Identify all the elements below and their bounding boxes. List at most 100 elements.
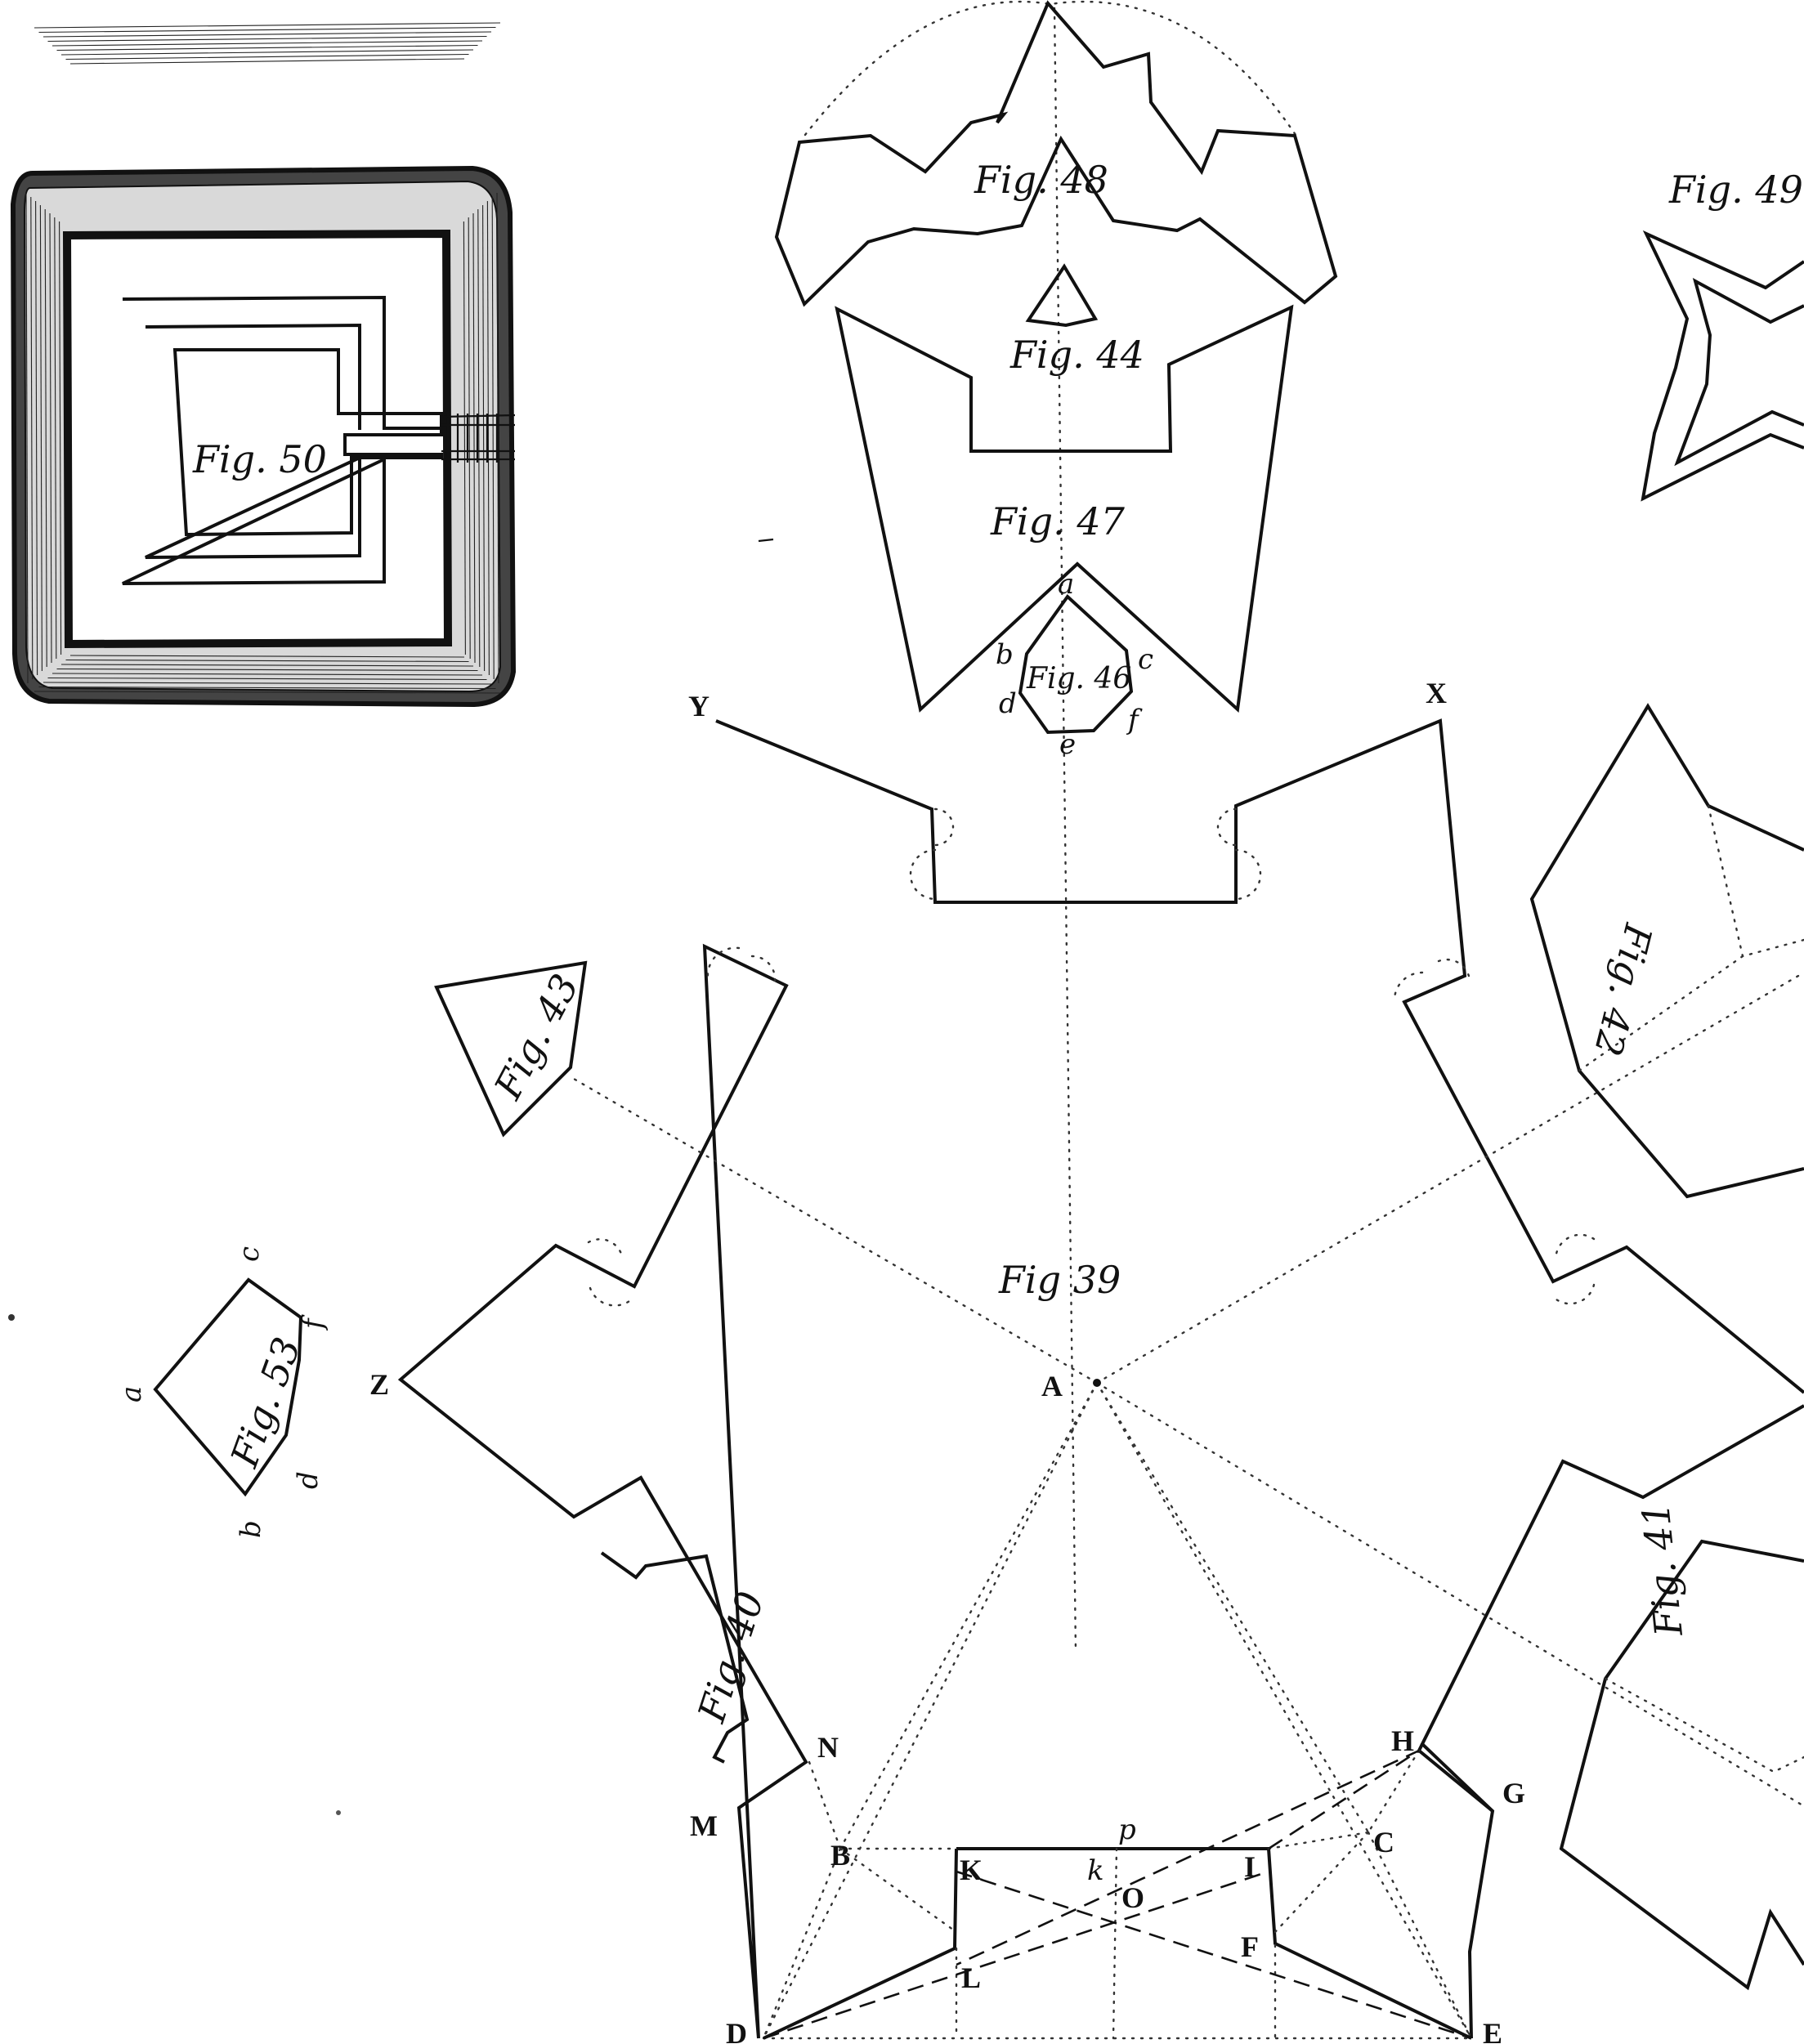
fig48-outline <box>774 0 1338 307</box>
hatch-line <box>56 44 478 51</box>
point-k: k <box>1087 1854 1104 1887</box>
fig42-outline <box>1529 703 1804 1199</box>
fig44-outline <box>835 304 1294 713</box>
fig41-label-top: Fig. 41 <box>1633 1501 1691 1639</box>
fig40-profile: Fig. 40 <box>600 1551 772 1764</box>
fig42-construction <box>1578 804 1804 1072</box>
fig41-construction <box>1604 1677 1804 1773</box>
hatch-line <box>51 40 483 47</box>
hatch-line <box>38 26 496 34</box>
hatch-line <box>47 677 487 681</box>
fig53-figure: Fig. 53 a b c d f <box>115 1246 329 1538</box>
point-N: N <box>817 1731 839 1764</box>
fig46-outline <box>1018 593 1134 735</box>
hatch-line <box>60 49 474 56</box>
hatch-line <box>54 217 57 660</box>
ink-speck <box>336 1810 341 1815</box>
fig39-curtain-lower <box>763 1847 1472 2040</box>
point-M: M <box>690 1809 718 1842</box>
fig50-bridge <box>441 414 516 463</box>
point-E: E <box>1483 2017 1502 2044</box>
point-A: A <box>1041 1370 1063 1402</box>
fig46-point-b: b <box>996 638 1014 671</box>
fig50-rampart <box>62 229 453 649</box>
fig39-center-point <box>1093 1379 1101 1387</box>
fig53-outline <box>153 1277 303 1497</box>
hatch-line <box>39 204 43 672</box>
fig46-point-a: a <box>1058 568 1074 601</box>
point-X: X <box>1426 677 1447 709</box>
fig46-point-e: e <box>1059 728 1076 761</box>
point-H: H <box>1391 1724 1414 1757</box>
fig44-label: Fig. 44 <box>1009 333 1144 377</box>
fig53-point-b: b <box>235 1520 267 1538</box>
fig44-47-hornwork: Fig. 44 Fig. 47 <box>835 263 1294 713</box>
hatch-line <box>65 53 469 60</box>
fig41-outline <box>1559 1539 1804 1991</box>
hatch-line <box>468 217 471 660</box>
fig48-label: Fig. 48 <box>974 158 1108 202</box>
point-G: G <box>1502 1777 1525 1809</box>
point-B: B <box>830 1839 850 1872</box>
fig39-fortification: Fig 39 Y X Z A N M B K k p I O F L C H G… <box>369 677 1804 2044</box>
fig39-construction-lines <box>572 971 1804 2040</box>
fig41-outwork: Fig. 41 <box>1559 1501 1804 1991</box>
fig39-label: Fig 39 <box>998 1258 1121 1302</box>
hatch-line <box>491 196 495 680</box>
fig44-ravelin <box>1025 263 1099 328</box>
fig46-point-c: c <box>1138 643 1153 676</box>
fig50-moat-hatching <box>25 22 501 694</box>
hatch-line <box>69 655 465 658</box>
hatch-line <box>49 212 52 664</box>
fig42-label: Fig. 42 <box>1586 919 1661 1060</box>
hatch-line <box>25 192 29 684</box>
fig39-dashed-lines <box>763 1749 1472 2040</box>
fig49-label: Fig. 49 <box>1668 168 1803 212</box>
fig50-walk-middle <box>145 323 361 559</box>
hatch-line <box>38 686 496 690</box>
fig49-star-fort: Fig. 49 <box>1641 168 1804 502</box>
fig43-outline <box>434 960 588 1138</box>
point-F: F <box>1241 1930 1259 1963</box>
fig49-inner <box>1674 278 1804 467</box>
fig53-point-a: a <box>115 1386 148 1402</box>
ink-speck <box>8 1314 15 1321</box>
hatch-line <box>56 668 478 672</box>
fig39-outline <box>397 718 1804 2039</box>
fig53-point-c: c <box>233 1246 266 1262</box>
fig48-crownwork: Fig. 48 <box>774 0 1338 1653</box>
hatch-line <box>43 31 492 38</box>
hatch-line <box>44 208 47 668</box>
hatch-line <box>59 221 62 655</box>
point-p: p <box>1118 1814 1136 1846</box>
fig39-orillons <box>587 807 1596 1307</box>
hatch-line <box>65 659 469 663</box>
fig50-keep <box>172 348 443 537</box>
hatch-line <box>486 200 490 676</box>
hatch-line <box>43 682 492 685</box>
fig46-hexagon: Fig. 46 a b c d e f <box>996 568 1153 761</box>
hatch-line <box>34 691 501 694</box>
hatch-line <box>477 208 481 668</box>
point-K: K <box>960 1854 983 1886</box>
ink-mark <box>758 538 774 543</box>
point-L: L <box>961 1961 981 1994</box>
fig49-outer <box>1641 230 1804 502</box>
hatch-line <box>51 673 483 676</box>
fig47-label: Fig. 47 <box>990 499 1126 543</box>
fig40-outline <box>600 1551 750 1764</box>
fig48-construction-arc <box>804 0 1297 136</box>
hatch-line <box>35 200 38 676</box>
hatch-line <box>463 221 466 655</box>
fig43-label: Fig. 43 <box>486 967 588 1107</box>
point-I: I <box>1244 1850 1256 1883</box>
fig46-point-f: f <box>1126 704 1143 736</box>
fig43-triangle: Fig. 43 <box>434 960 588 1138</box>
point-Y: Y <box>688 690 710 722</box>
fig48-axis <box>1053 7 1077 1653</box>
point-O: O <box>1121 1881 1144 1914</box>
hatch-line <box>482 204 486 672</box>
hatch-line <box>47 35 487 42</box>
fig46-label: Fig. 46 <box>1026 662 1131 695</box>
